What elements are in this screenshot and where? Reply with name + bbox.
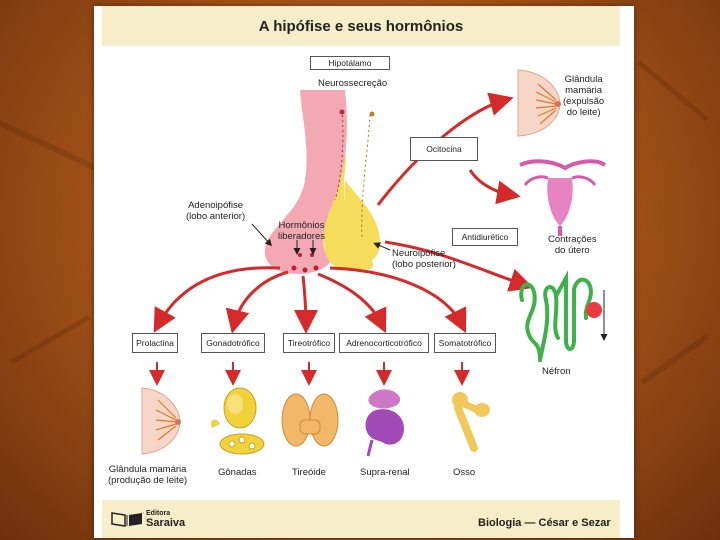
releasing-hormones-line2: liberadores: [278, 231, 325, 242]
publisher-name: Saraiva: [146, 517, 186, 529]
bone-illustration: [452, 392, 490, 452]
thyrotrophic-box: Tireotrófico: [283, 333, 335, 353]
prolactin-label: Prolactina: [136, 338, 174, 348]
arrow-to-uterus: [468, 169, 521, 205]
arrow-to-adrenocorticotrophic: [317, 272, 387, 334]
arrow-to-prolactin: [153, 266, 281, 333]
title-band: A hipófise e seus hormônios: [102, 6, 620, 46]
oxytocin-label: Ocitocina: [426, 144, 462, 154]
adrenocorticotrophic-box: Adrenocorticotrófico: [339, 333, 429, 353]
pointer-adenohypophysis: [251, 223, 273, 247]
bone-label: Osso: [453, 467, 476, 478]
mammary-production-line1: Glândula mamária: [108, 464, 187, 475]
mammary-expulsion-label: Glândula mamária (expulsão do leite): [563, 74, 604, 118]
adenohypophysis-line2: (lobo anterior): [186, 211, 246, 222]
gonadotrophic-box: Gonadotrófico: [201, 333, 265, 353]
oxytocin-box: Ocitocina: [410, 137, 478, 161]
thyroid-illustration: [281, 393, 339, 447]
gonads-label: Gônadas: [218, 467, 257, 478]
hypothalamus-box: Hipotálamo: [310, 56, 390, 70]
neurohypophysis-line1: Neuroipófise: [392, 248, 446, 259]
mammary-expulsion-line1: Glândula: [564, 74, 603, 85]
mammary-production-label: Glândula mamária (produção de leite): [108, 464, 187, 486]
arrow-to-thyrotrophic: [293, 275, 318, 334]
adrenal-kidney-illustration: [365, 389, 404, 457]
adenohypophysis-label: Adenoipófise (lobo anterior): [186, 200, 245, 222]
hypothalamus-label: Hipotálamo: [328, 58, 372, 68]
gonads-illustration: [210, 387, 265, 455]
antidiuretic-label: Antidiurético: [461, 232, 509, 242]
uterus-line2: do útero: [554, 245, 590, 256]
nephron-label: Néfron: [542, 366, 571, 377]
mammary-expulsion-line4: do leite): [566, 107, 601, 118]
arrow-to-somatotrophic: [329, 266, 467, 334]
somatotrophic-label: Somatotrófico: [438, 338, 492, 348]
mammary-production-line2: (produção de leite): [108, 475, 188, 486]
mammary-gland-illustration-right: [517, 69, 561, 137]
prolactin-box: Prolactina: [132, 333, 178, 353]
adenohypophysis-line1: Adenoipófise: [188, 200, 244, 211]
mammary-expulsion-line3: (expulsão: [563, 96, 605, 107]
neurohypophysis-line2: (lobo posterior): [392, 259, 456, 270]
publisher-top-label: Editora: [146, 510, 171, 517]
publisher-logo-icon: [110, 510, 144, 528]
adrenocorticotrophic-label: Adrenocorticotrófico: [346, 338, 422, 348]
uterus-illustration: [519, 159, 607, 236]
thyrotrophic-label: Tireotrófico: [287, 338, 331, 348]
releasing-hormones-line1: Hormônios: [278, 220, 325, 231]
releasing-hormones-label: Hormônios liberadores: [278, 220, 325, 242]
adrenal-label: Supra-renal: [360, 467, 410, 478]
mammary-gland-illustration-bottom: [141, 387, 181, 455]
mammary-expulsion-line2: mamária: [565, 85, 603, 96]
uterus-contractions-label: Contrações do útero: [548, 234, 597, 256]
arrow-to-gonadotrophic: [225, 270, 289, 334]
arrow-to-nephron: [384, 240, 534, 292]
arrow-to-mammary-right: [376, 92, 514, 206]
antidiuretic-box: Antidiurético: [452, 228, 518, 246]
somatotrophic-box: Somatotrófico: [434, 333, 496, 353]
neurohypophysis-label: Neuroipófise (lobo posterior): [392, 248, 456, 270]
footer-band: [102, 500, 620, 538]
pituitary-gland: [264, 90, 381, 274]
pointer-neurohypophysis: [373, 242, 391, 251]
book-credit: Biologia — César e Sezar: [478, 517, 611, 529]
page-title: A hipófise e seus hormônios: [258, 17, 464, 35]
thyroid-label: Tireóide: [292, 467, 326, 478]
neurosecretion-label: Neurossecreção: [318, 78, 388, 89]
gonadotrophic-label: Gonadotrófico: [206, 338, 260, 348]
uterus-line1: Contrações: [548, 234, 597, 245]
nephron-illustration: [519, 270, 602, 362]
